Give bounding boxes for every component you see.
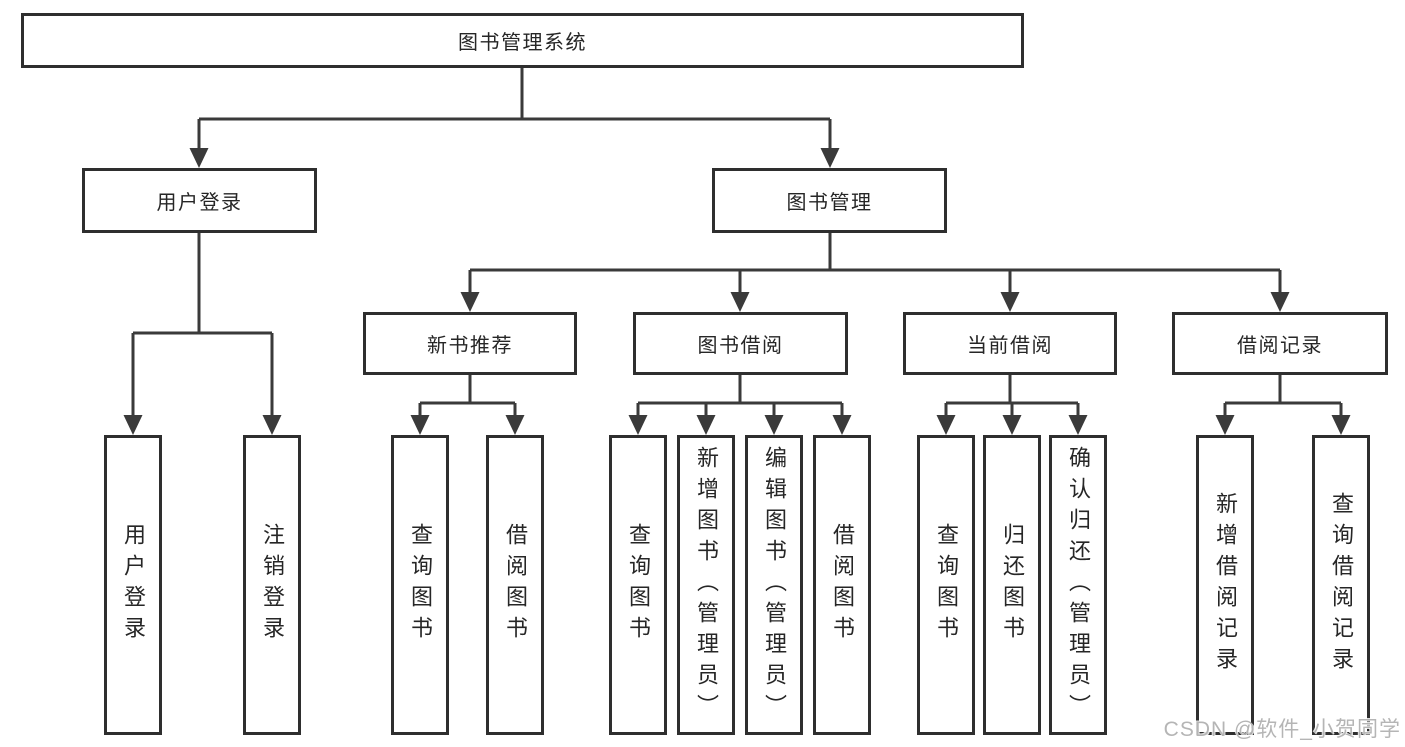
- arrow-icon: [628, 415, 648, 435]
- arrow-icon: [730, 292, 750, 312]
- edge-bookborrow-to-leaves: [636, 375, 844, 418]
- leaf-borrow-borrow-books-label: 借阅图书: [830, 523, 855, 647]
- leaf-borrow-query-books: 查询图书: [609, 435, 667, 735]
- arrow-icon: [460, 292, 480, 312]
- leaf-current-confirm-return-admin-label: 确认归还（管理员）: [1066, 445, 1091, 725]
- leaf-borrow-add-books-admin-label: 新增图书（管理员）: [694, 445, 719, 725]
- leaf-user-login-label: 用户登录: [121, 523, 146, 647]
- leaf-current-return-books-label: 归还图书: [1000, 523, 1025, 647]
- arrow-icon: [820, 148, 840, 168]
- arrow-icon: [1000, 292, 1020, 312]
- leaf-records-query-record-label: 查询借阅记录: [1329, 492, 1354, 678]
- leaf-newbook-query-books: 查询图书: [391, 435, 449, 735]
- node-user-login-branch: 用户登录: [82, 168, 317, 233]
- node-book-borrow: 图书借阅: [633, 312, 848, 375]
- arrow-icon: [262, 415, 282, 435]
- arrow-icon: [1331, 415, 1351, 435]
- leaf-current-return-books: 归还图书: [983, 435, 1041, 735]
- arrow-icon: [189, 148, 209, 168]
- arrow-icon: [1002, 415, 1022, 435]
- leaf-newbook-query-books-label: 查询图书: [408, 523, 433, 647]
- edge-newbook-to-leaves: [418, 375, 517, 418]
- node-new-book-recommend: 新书推荐: [363, 312, 577, 375]
- arrow-icon: [832, 415, 852, 435]
- node-user-login-branch-label: 用户登录: [156, 192, 243, 214]
- node-book-management: 图书管理: [712, 168, 947, 233]
- leaf-borrow-edit-books-admin: 编辑图书（管理员）: [745, 435, 803, 735]
- arrow-icon: [505, 415, 525, 435]
- edge-records-to-leaves: [1223, 375, 1343, 418]
- arrow-icon: [1215, 415, 1235, 435]
- arrow-icon: [936, 415, 956, 435]
- arrow-icon: [123, 415, 143, 435]
- node-new-book-recommend-label: 新书推荐: [427, 335, 513, 357]
- leaf-records-query-record: 查询借阅记录: [1312, 435, 1370, 735]
- leaf-borrow-edit-books-admin-label: 编辑图书（管理员）: [762, 445, 787, 725]
- edge-root-to-level2: [197, 68, 832, 150]
- node-borrow-records-label: 借阅记录: [1237, 335, 1323, 357]
- leaf-current-query-books-label: 查询图书: [934, 523, 959, 647]
- leaf-current-query-books: 查询图书: [917, 435, 975, 735]
- leaf-current-confirm-return-admin: 确认归还（管理员）: [1049, 435, 1107, 735]
- arrow-icon: [764, 415, 784, 435]
- leaf-newbook-borrow-books-label: 借阅图书: [503, 523, 528, 647]
- leaf-records-add-record-label: 新增借阅记录: [1213, 492, 1238, 678]
- leaf-borrow-borrow-books: 借阅图书: [813, 435, 871, 735]
- node-book-management-label: 图书管理: [786, 192, 873, 214]
- node-borrow-records: 借阅记录: [1172, 312, 1388, 375]
- edge-bookmgmt-to-level3: [468, 233, 1282, 294]
- leaf-borrow-query-books-label: 查询图书: [626, 523, 651, 647]
- node-library-system: 图书管理系统: [21, 13, 1024, 68]
- edge-userlogin-to-leaves: [131, 233, 274, 418]
- arrow-icon: [410, 415, 430, 435]
- arrow-icon: [1068, 415, 1088, 435]
- leaf-logout-login-label: 注销登录: [260, 523, 285, 647]
- leaf-user-login: 用户登录: [104, 435, 162, 735]
- node-current-borrow-label: 当前借阅: [967, 335, 1053, 357]
- edge-currentborrow-to-leaves: [944, 375, 1080, 418]
- leaf-logout-login: 注销登录: [243, 435, 301, 735]
- leaf-records-add-record: 新增借阅记录: [1196, 435, 1254, 735]
- leaf-borrow-add-books-admin: 新增图书（管理员）: [677, 435, 735, 735]
- arrow-icon: [1270, 292, 1290, 312]
- node-library-system-label: 图书管理系统: [458, 32, 587, 54]
- arrow-icon: [696, 415, 716, 435]
- node-book-borrow-label: 图书借阅: [697, 335, 784, 357]
- arrowheads: [123, 148, 1351, 435]
- leaf-newbook-borrow-books: 借阅图书: [486, 435, 544, 735]
- csdn-watermark: CSDN @软件_小贺同学: [1163, 718, 1401, 741]
- node-current-borrow: 当前借阅: [903, 312, 1117, 375]
